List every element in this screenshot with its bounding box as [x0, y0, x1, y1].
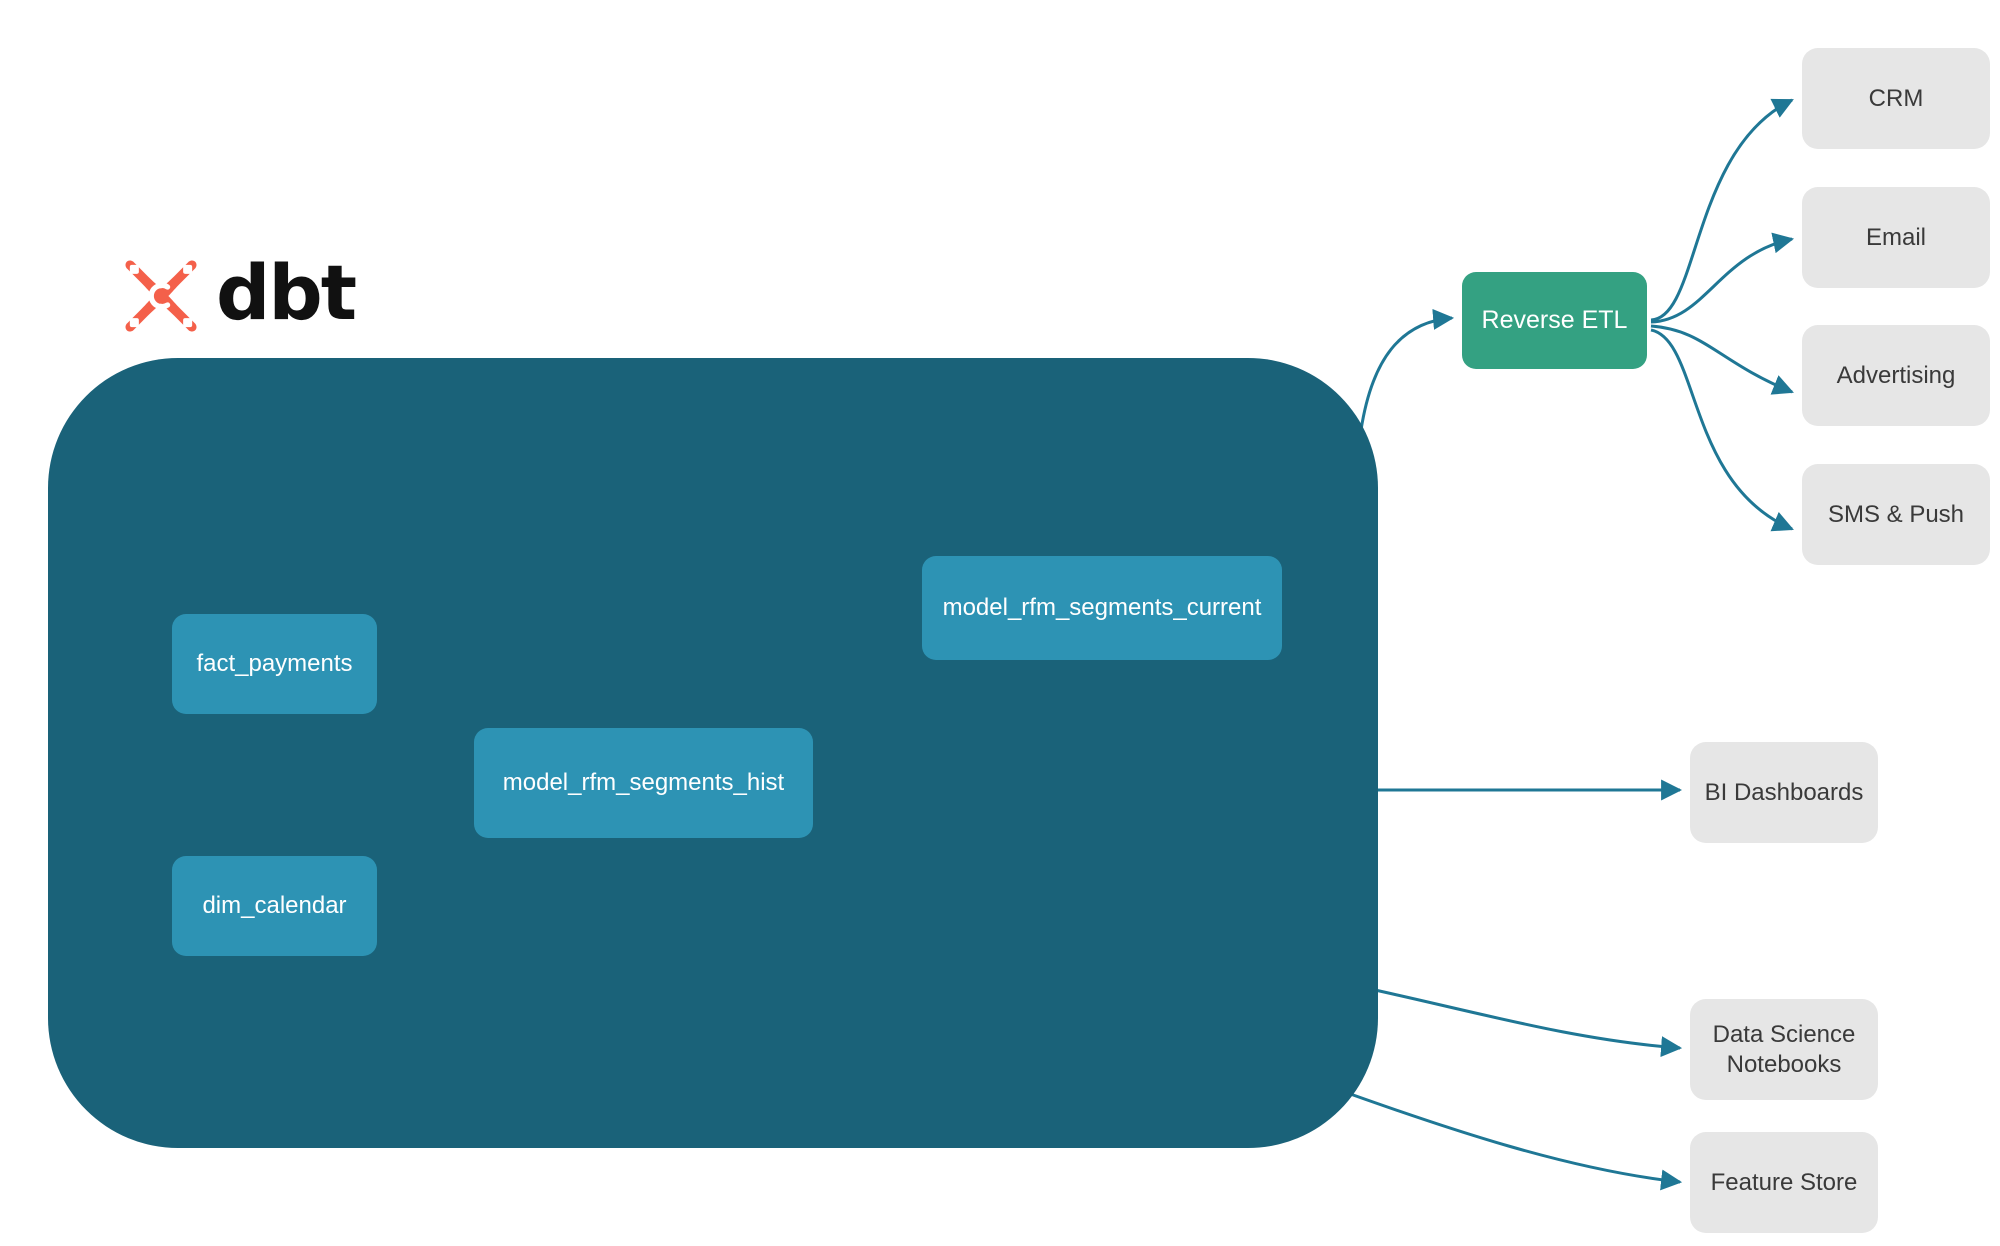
node-label: dim_calendar — [202, 892, 347, 919]
model-node-fact-payments[interactable]: fact_payments — [172, 614, 377, 714]
node-label: Email — [1865, 223, 1926, 251]
node-label: Reverse ETL — [1481, 305, 1628, 334]
edge-project-to-ds-notebooks — [1351, 983, 1683, 1058]
node-label: CRM — [1868, 84, 1924, 112]
edge-reverse-etl-to-advertising — [1650, 324, 1794, 395]
model-node-dim-calendar[interactable]: dim_calendar — [172, 856, 377, 956]
destination-node-advertising[interactable]: Advertising — [1802, 325, 1990, 426]
destination-node-sms-push[interactable]: SMS & Push — [1802, 464, 1990, 565]
node-label: fact_payments — [196, 650, 353, 677]
destination-node-bi-dashboards[interactable]: BI Dashboards — [1690, 742, 1878, 843]
node-label: model_rfm_segments_hist — [502, 769, 785, 796]
destination-node-email[interactable]: Email — [1802, 187, 1990, 288]
edge-reverse-etl-to-crm — [1650, 98, 1794, 322]
edge-project-to-feature-store — [1327, 1084, 1683, 1191]
tool-node-reverse-etl[interactable]: Reverse ETL — [1462, 272, 1647, 369]
dbt-logo-text: dbt — [216, 248, 357, 337]
node-label-line2: Notebooks — [1726, 1050, 1842, 1078]
dbt-logo-icon — [125, 260, 197, 332]
node-label-line1: Data Science — [1712, 1020, 1856, 1048]
node-label: Advertising — [1836, 361, 1956, 389]
node-label: model_rfm_segments_current — [942, 594, 1262, 621]
destination-node-feature-store[interactable]: Feature Store — [1690, 1132, 1878, 1233]
edge-reverse-etl-to-sms-push — [1650, 328, 1794, 532]
node-label: SMS & Push — [1827, 500, 1965, 528]
edge-project-to-reverse-etl — [1359, 308, 1455, 431]
model-node-rfm-segments-current[interactable]: model_rfm_segments_current — [922, 556, 1282, 660]
model-node-rfm-segments-hist[interactable]: model_rfm_segments_hist — [474, 728, 813, 838]
node-label: BI Dashboards — [1704, 778, 1864, 806]
dbt-brand: dbt — [120, 248, 357, 337]
destination-node-ds-notebooks[interactable]: Data Science Notebooks — [1690, 999, 1878, 1100]
destination-node-crm[interactable]: CRM — [1802, 48, 1990, 149]
node-label: Feature Store — [1710, 1168, 1858, 1196]
edge-reverse-etl-to-email — [1650, 232, 1795, 324]
